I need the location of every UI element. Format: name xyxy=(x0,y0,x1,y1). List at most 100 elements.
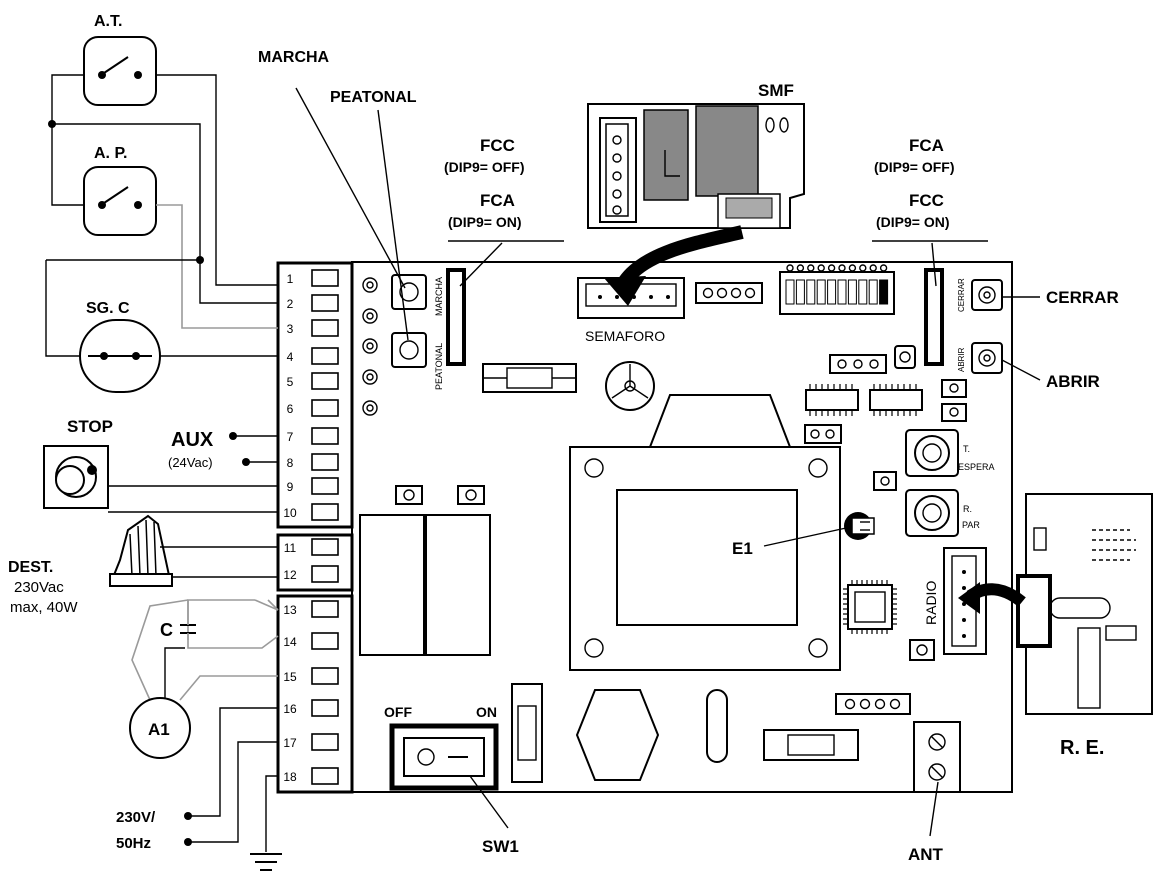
terminal-slot xyxy=(311,503,339,521)
terminal-slot xyxy=(311,294,339,312)
pcb-marcha-label: MARCHA xyxy=(434,277,444,316)
terminal-number: 17 xyxy=(283,736,297,750)
sgc-label: SG. C xyxy=(86,300,130,317)
stop-label: STOP xyxy=(67,417,113,436)
terminal-number: 4 xyxy=(287,350,294,364)
terminal-2: 2 xyxy=(287,294,339,312)
terminal-block-13-18 xyxy=(276,594,354,794)
ic-pins xyxy=(809,384,917,416)
led-indicator xyxy=(894,345,916,369)
terminal-number: 2 xyxy=(287,297,294,311)
fuse-bottom xyxy=(763,729,859,761)
power-label-2: 50Hz xyxy=(116,835,151,852)
terminal-6: 6 xyxy=(287,399,339,417)
right-fcc-label: FCC xyxy=(909,191,944,210)
motor-wires xyxy=(131,599,279,701)
terminal-8: 8 xyxy=(287,453,339,471)
at-label: A.T. xyxy=(94,13,122,30)
ic-chip-2 xyxy=(869,389,923,411)
terminal-slot xyxy=(311,477,339,495)
dip-pin xyxy=(827,264,836,272)
mcu-pins xyxy=(843,580,897,634)
dip-switch-7[interactable] xyxy=(847,279,857,305)
terminal-number: 3 xyxy=(287,322,294,336)
t-espera-potentiometer[interactable] xyxy=(905,429,959,477)
smf-label: SMF xyxy=(758,81,794,100)
terminal-11: 11 xyxy=(284,538,339,556)
fuse-top xyxy=(482,363,577,393)
dip-switch-4[interactable] xyxy=(816,279,826,305)
e1-component xyxy=(844,512,875,540)
ap-switch xyxy=(83,166,157,236)
terminal-screws xyxy=(362,277,378,416)
dip-switch-6[interactable] xyxy=(837,279,847,305)
stop-wires xyxy=(108,485,278,513)
small-jumper-3 xyxy=(873,471,897,491)
dip-switch-1[interactable] xyxy=(785,279,795,305)
ground-symbol xyxy=(250,853,282,871)
sw1-label: SW1 xyxy=(482,837,519,856)
dip-switch-2[interactable] xyxy=(795,279,805,305)
microcontroller-chip xyxy=(847,584,893,630)
right-limit-connector xyxy=(924,268,944,366)
terminal-number: 1 xyxy=(287,272,294,286)
two-pin-header xyxy=(804,424,842,444)
motor-a1-label: A1 xyxy=(148,720,170,739)
abrir-pushbutton[interactable] xyxy=(971,342,1003,374)
terminal-1: 1 xyxy=(287,269,339,287)
dip-switch-5[interactable] xyxy=(827,279,837,305)
terminal-number: 9 xyxy=(287,480,294,494)
e1-label: E1 xyxy=(732,539,753,558)
r-par-label-2: PAR xyxy=(962,520,980,530)
hexagonal-component xyxy=(575,689,660,781)
fan-symbol xyxy=(605,361,655,411)
dip-switch-bank[interactable] xyxy=(779,264,895,315)
dest-voltage-label: 230Vac xyxy=(14,579,64,596)
three-pin-header xyxy=(829,354,887,374)
pcb-peatonal-label: PEATONAL xyxy=(434,343,444,390)
marcha-pushbutton[interactable] xyxy=(391,274,427,310)
aux-label: AUX xyxy=(171,429,214,451)
terminal-number: 11 xyxy=(284,541,297,555)
motor-a1 xyxy=(129,697,191,759)
jumper-4 xyxy=(909,639,935,661)
transformer xyxy=(569,394,841,671)
sw1-power-switch[interactable] xyxy=(389,723,499,791)
smf-insert-arrow xyxy=(615,225,744,290)
dip-switch-3[interactable] xyxy=(806,279,816,305)
radio-arrowhead xyxy=(958,582,980,614)
lamp-wires xyxy=(160,546,278,578)
terminal-16: 16 xyxy=(283,699,339,717)
terminal-slot xyxy=(311,767,339,785)
dip-pin xyxy=(848,264,857,272)
flashing-lamp xyxy=(109,514,173,587)
aux-wires xyxy=(229,432,278,466)
terminal-number: 16 xyxy=(283,702,297,716)
terminal-number: 14 xyxy=(283,635,297,649)
terminal-number: 10 xyxy=(283,506,297,520)
terminal-18: 18 xyxy=(283,767,339,785)
pcb-abrir-label: ABRIR xyxy=(957,347,966,372)
dip-pin xyxy=(879,264,888,272)
sw1-on-label: ON xyxy=(476,704,497,720)
dip-pin xyxy=(807,264,815,272)
dip-switch-8[interactable] xyxy=(858,279,868,305)
smf-arrowhead xyxy=(604,276,646,306)
terminal-3: 3 xyxy=(287,319,339,337)
terminal-12: 12 xyxy=(283,565,339,583)
dest-power-label: max, 40W xyxy=(10,599,78,616)
r-par-potentiometer[interactable] xyxy=(905,489,959,537)
fuse-vertical xyxy=(511,683,543,783)
ant-label: ANT xyxy=(908,845,944,864)
terminal-slot xyxy=(311,453,339,471)
dip-switch-10[interactable] xyxy=(879,279,889,305)
left-limit-connector xyxy=(446,268,466,366)
cerrar-pushbutton[interactable] xyxy=(971,279,1003,311)
dip-switch-9[interactable] xyxy=(868,279,878,305)
stop-button xyxy=(43,445,109,509)
re-label: R. E. xyxy=(1060,737,1104,759)
peatonal-pushbutton[interactable] xyxy=(391,332,427,368)
left-fcc-label: FCC xyxy=(480,136,515,155)
terminal-number: 8 xyxy=(287,456,294,470)
